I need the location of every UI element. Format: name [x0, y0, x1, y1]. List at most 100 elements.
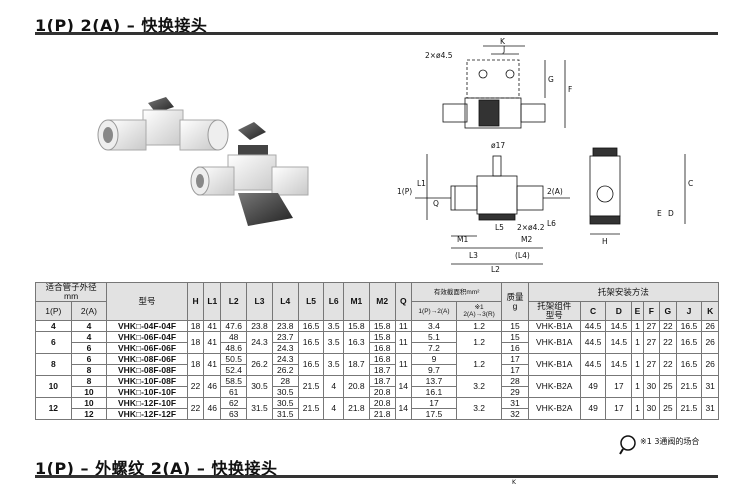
- cell-c: 44.5: [579, 320, 607, 332]
- dim-H: H: [602, 237, 608, 246]
- th-E: E: [631, 301, 644, 321]
- th-M2: M2: [368, 282, 396, 321]
- cell-d: 17: [605, 375, 633, 398]
- cell-m2: 16.8: [368, 342, 396, 354]
- valve-photo-1: [97, 97, 229, 151]
- cell-d: 17: [605, 397, 633, 420]
- cell-c: 44.5: [579, 353, 607, 376]
- cell-f: 30: [642, 375, 661, 398]
- cell-tube-a: 8: [70, 375, 108, 387]
- cell-l6: 4: [323, 397, 344, 420]
- cell-l2: 48.6: [220, 342, 248, 354]
- cell-l2: 58.5: [220, 375, 248, 387]
- cell-j: 21.5: [675, 375, 703, 398]
- cell-l4: 30.5: [271, 397, 299, 409]
- th-F: F: [642, 301, 661, 321]
- cell-a1: 16.1: [410, 386, 457, 398]
- cell-l2: 48: [220, 331, 248, 343]
- cell-l4: 28: [271, 375, 299, 387]
- cell-a1: 3.4: [410, 320, 457, 332]
- th-area2: ※1 2(A)→3(R): [455, 301, 503, 321]
- holes-top-label: 2×ø4.5: [425, 51, 453, 60]
- th-L2: L2: [220, 282, 248, 321]
- dim-G: G: [548, 75, 554, 84]
- cell-m2: 15.8: [368, 320, 396, 332]
- cell-l4: 26.2: [271, 364, 299, 376]
- th-D: D: [605, 301, 633, 321]
- section-title-1: 1(P) 2(A) – 快换接头: [35, 16, 208, 35]
- cell-l1: 46: [203, 397, 222, 420]
- cell-l5: 16.5: [297, 353, 325, 376]
- th-bk-part: 托架组件型号: [527, 301, 581, 321]
- cell-h: 18: [186, 331, 205, 354]
- cell-tube-p: 4: [35, 320, 72, 332]
- title-rule-2: [35, 475, 718, 478]
- cell-h: 18: [186, 320, 205, 332]
- cell-m2: 18.7: [368, 375, 396, 387]
- cell-l2: 63: [220, 408, 248, 420]
- cell-q: 14: [394, 375, 412, 398]
- cell-h: 22: [186, 397, 205, 420]
- cell-mass: 17: [501, 353, 529, 365]
- dim-E: E: [657, 209, 662, 218]
- th-G: G: [659, 301, 677, 321]
- th-C: C: [579, 301, 607, 321]
- cell-l4: 31.5: [271, 408, 299, 420]
- cell-q: 11: [394, 320, 412, 332]
- th-p: 1(P): [35, 301, 72, 321]
- cell-l3: 26.2: [246, 353, 273, 376]
- dim-M2: M2: [521, 235, 532, 244]
- cell-model: VHK□-12F-12F: [106, 408, 188, 420]
- port-1-label: 1(P): [397, 187, 412, 196]
- dim-C: C: [688, 179, 693, 188]
- cell-q: 11: [394, 331, 412, 354]
- cell-d: 14.5: [605, 353, 633, 376]
- cell-l4: 23.7: [271, 331, 299, 343]
- cell-m2: 18.7: [368, 364, 396, 376]
- cell-tube-p: 12: [35, 397, 72, 420]
- cell-g: 25: [659, 397, 677, 420]
- holes-bottom-label: 2×ø4.2: [517, 223, 545, 232]
- cell-l6: 3.5: [323, 331, 344, 354]
- title-rule-1: [35, 32, 718, 35]
- cell-l2: 47.6: [220, 320, 248, 332]
- cell-a1: 7.2: [410, 342, 457, 354]
- cell-m2: 15.8: [368, 331, 396, 343]
- cell-k: 31: [701, 375, 719, 398]
- cell-l4: 23.8: [271, 320, 299, 332]
- cell-g: 22: [659, 320, 677, 332]
- cell-k: 26: [701, 353, 719, 376]
- th-K: K: [701, 301, 719, 321]
- th-J: J: [675, 301, 703, 321]
- cell-c: 44.5: [579, 331, 607, 354]
- cell-a2: 3.2: [455, 375, 503, 398]
- cell-m2: 20.8: [368, 397, 396, 409]
- cell-a2: 1.2: [455, 320, 503, 332]
- cell-m2: 21.8: [368, 408, 396, 420]
- cell-l5: 21.5: [297, 375, 325, 398]
- next-dim-K: K: [512, 479, 516, 486]
- cell-l1: 46: [203, 375, 222, 398]
- cell-l2: 50.5: [220, 353, 248, 365]
- cell-a2: 1.2: [455, 331, 503, 354]
- cell-tube-a: 4: [70, 320, 108, 332]
- cell-l4: 24.3: [271, 353, 299, 365]
- cell-a1: 9: [410, 353, 457, 365]
- dim-L1: L1: [417, 179, 426, 188]
- cell-j: 16.5: [675, 320, 703, 332]
- th-M1: M1: [342, 282, 370, 321]
- cell-mass: 15: [501, 331, 529, 343]
- cell-model: VHK□-06F-04F: [106, 331, 188, 343]
- cell-m1: 16.3: [342, 331, 370, 354]
- cell-d: 14.5: [605, 331, 633, 354]
- dim-L3: L3: [469, 251, 478, 260]
- cell-l1: 41: [203, 353, 222, 376]
- cell-tube-a: 10: [70, 386, 108, 398]
- dim-L2: L2: [491, 265, 500, 274]
- th-a: 2(A): [70, 301, 108, 321]
- cell-g: 22: [659, 353, 677, 376]
- cell-bracket: VHK-B1A: [527, 353, 581, 376]
- cell-model: VHK□-06F-06F: [106, 342, 188, 354]
